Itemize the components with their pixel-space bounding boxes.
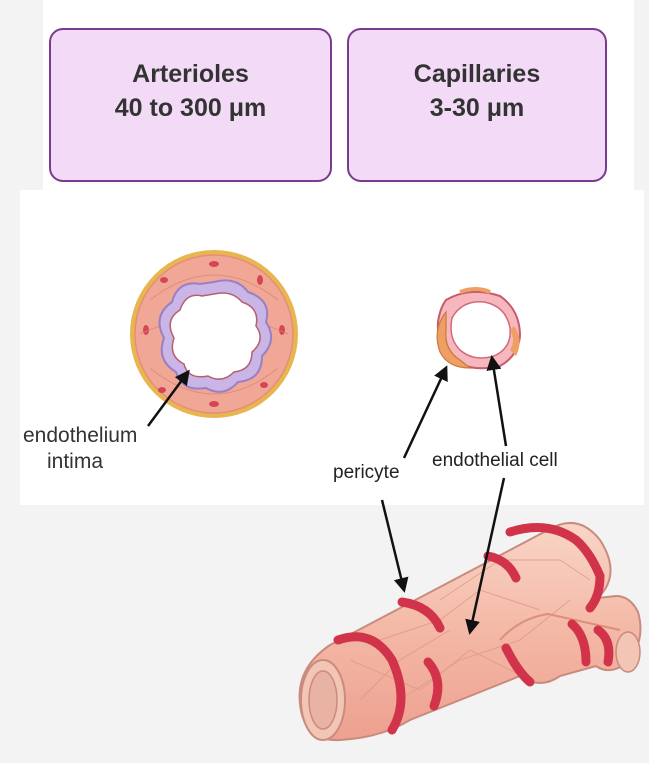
endothelium-arrow [146, 369, 190, 427]
arterioles-title: Arterioles [132, 60, 249, 88]
endothelial-cell-label: endothelial cell [432, 450, 558, 471]
endothelial-cell-arrow-top [486, 355, 508, 447]
endothelial-cell-arrow-bottom [465, 477, 506, 635]
cross-section-panel [20, 190, 644, 505]
label-arrows [146, 355, 508, 635]
arterioles-box: Arterioles 40 to 300 μm [49, 28, 332, 182]
capillaries-box: Capillaries 3-30 μm [347, 28, 607, 182]
capillaries-title: Capillaries [413, 60, 541, 88]
pericyte-arrow-top [402, 365, 448, 459]
pericyte-label: pericyte [333, 462, 400, 483]
capillaries-size: 3-30 μm [429, 94, 525, 122]
capillary-cross-section [436, 287, 522, 370]
endothelium-label: endothelium [23, 424, 138, 447]
intima-label: intima [47, 450, 104, 473]
arteriole-cross-section [130, 250, 298, 418]
pericyte-arrow-bottom [380, 499, 409, 593]
arterioles-size: 40 to 300 μm [114, 94, 267, 122]
